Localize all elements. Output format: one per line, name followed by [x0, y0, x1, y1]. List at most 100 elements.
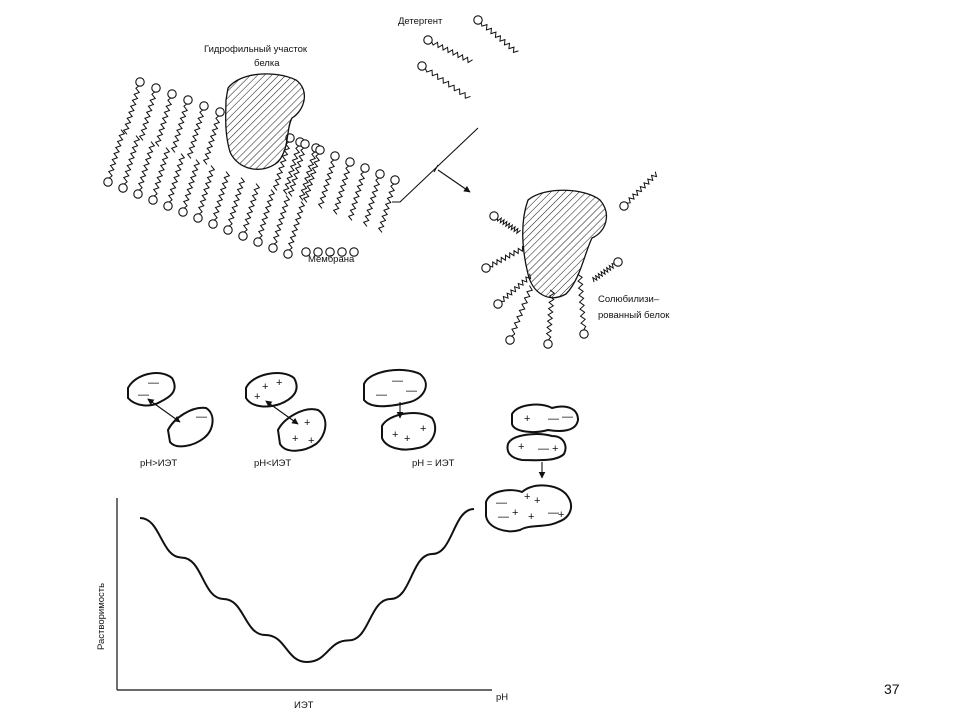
- plus-sign: +: [558, 509, 564, 521]
- detergent-label: Детергент: [398, 16, 443, 27]
- plus-sign: +: [552, 443, 558, 455]
- lipid-molecule: [377, 175, 400, 233]
- membrane-protein: [225, 73, 305, 170]
- lipid-molecule: [543, 289, 556, 349]
- minus-sign: —: [406, 385, 417, 397]
- minus-sign: —: [496, 497, 507, 509]
- process-arrow: [437, 169, 471, 193]
- lipid-molecule: [302, 145, 325, 203]
- x-tick-label: ИЭТ: [294, 700, 314, 711]
- solubilized-protein: [522, 189, 608, 299]
- lipid-molecule: [154, 89, 177, 147]
- membrane-diagram: Гидрофильный участок белка Мембрана: [103, 44, 400, 265]
- plus-sign: +: [528, 511, 534, 523]
- lipid-molecule: [133, 141, 156, 199]
- solubilized-label-line2: рованный белок: [598, 310, 670, 321]
- lipid-molecule: [238, 183, 261, 241]
- minus-sign: —: [138, 389, 149, 401]
- lipid-molecule: [592, 257, 623, 283]
- lipid-molecule: [253, 189, 276, 247]
- minus-sign: —: [548, 413, 559, 425]
- lipid-molecule: [118, 135, 141, 193]
- detergent-diagram: Детергент Солюбилизи– рованный белок: [392, 15, 670, 349]
- x-axis-label: pH: [496, 692, 508, 703]
- lipid-molecule: [170, 95, 193, 153]
- lipid-molecule: [148, 147, 171, 205]
- plus-sign: +: [254, 391, 260, 403]
- protein-blob: [363, 368, 427, 408]
- lipid-molecule: [122, 77, 145, 135]
- plus-sign: +: [404, 433, 410, 445]
- y-axis-label: Растворимость: [96, 583, 107, 650]
- plus-sign: +: [518, 441, 524, 453]
- minus-sign: —: [392, 375, 403, 387]
- lipid-molecule: [186, 101, 209, 159]
- lipid-molecule: [138, 83, 161, 141]
- lipid-molecule: [268, 195, 291, 253]
- membrane-label: Мембрана: [308, 254, 355, 265]
- detergent-molecules: [417, 15, 519, 99]
- lipid-molecule: [349, 247, 359, 257]
- minus-sign: —: [548, 507, 559, 519]
- protein-blob: [245, 372, 298, 408]
- lipid-molecule: [332, 157, 355, 215]
- charge-diagram: — — — pH>ИЭТ + + + + + + pH<ИЭТ — — —: [127, 368, 580, 533]
- minus-sign: —: [196, 411, 207, 423]
- lipid-molecule: [103, 129, 126, 187]
- lipid-molecule: [317, 151, 340, 209]
- lipid-molecule: [347, 163, 370, 221]
- repulsion-arrow: [147, 398, 181, 423]
- lipid-molecule: [223, 177, 246, 235]
- plus-sign: +: [512, 507, 518, 519]
- lipid-molecule: [193, 165, 216, 223]
- case-label: pH<ИЭТ: [254, 458, 291, 469]
- protein-blob: [506, 433, 567, 462]
- lipid-molecule: [325, 247, 335, 257]
- minus-sign: —: [148, 377, 159, 389]
- case-basic: — — — pH>ИЭТ: [127, 372, 214, 469]
- lipid-molecule: [473, 15, 519, 54]
- lipid-molecule: [423, 35, 473, 64]
- solubility-curve: [139, 508, 475, 664]
- lipid-molecule: [163, 153, 186, 211]
- lipid-molecule: [481, 246, 524, 273]
- minus-sign: —: [376, 389, 387, 401]
- plus-sign: +: [262, 381, 268, 393]
- lipid-molecule: [301, 247, 311, 257]
- lipid-molecule: [362, 169, 385, 227]
- lipid-molecule: [202, 107, 225, 165]
- lipid-molecule: [208, 171, 231, 229]
- bound-detergent-molecules: [481, 171, 658, 349]
- lipid-molecule: [505, 285, 534, 345]
- hydrophilic-label-line1: Гидрофильный участок: [204, 44, 308, 55]
- plus-sign: +: [524, 413, 530, 425]
- plus-sign: +: [392, 429, 398, 441]
- lipid-molecule: [493, 273, 532, 309]
- protein-blob: [127, 372, 176, 407]
- lipid-layer: [103, 77, 400, 259]
- plus-sign: +: [292, 433, 298, 445]
- protein-blob: [485, 484, 573, 533]
- lipid-molecule: [283, 201, 306, 259]
- lipid-molecule: [337, 247, 347, 257]
- process-bracket: [392, 127, 479, 203]
- protein-blob: [511, 403, 580, 433]
- lipid-molecule: [489, 211, 521, 235]
- plus-sign: +: [308, 435, 314, 447]
- minus-sign: —: [538, 443, 549, 455]
- solubility-chart: Растворимость ИЭТ pH: [96, 498, 508, 711]
- lipid-molecule: [287, 139, 310, 197]
- protein-blob: [166, 406, 214, 448]
- minus-sign: —: [562, 411, 573, 423]
- lipid-molecule: [619, 171, 658, 211]
- plus-sign: +: [534, 495, 540, 507]
- page-number: 37: [884, 681, 900, 697]
- hydrophilic-label-line2: белка: [254, 58, 280, 69]
- plus-sign: +: [304, 417, 310, 429]
- aggregation: + — — + — + — — + + + + — +: [485, 403, 580, 533]
- plus-sign: +: [420, 423, 426, 435]
- lipid-molecule: [178, 159, 201, 217]
- case-label: pH>ИЭТ: [140, 458, 177, 469]
- lipid-molecule: [417, 61, 471, 99]
- plus-sign: +: [524, 491, 530, 503]
